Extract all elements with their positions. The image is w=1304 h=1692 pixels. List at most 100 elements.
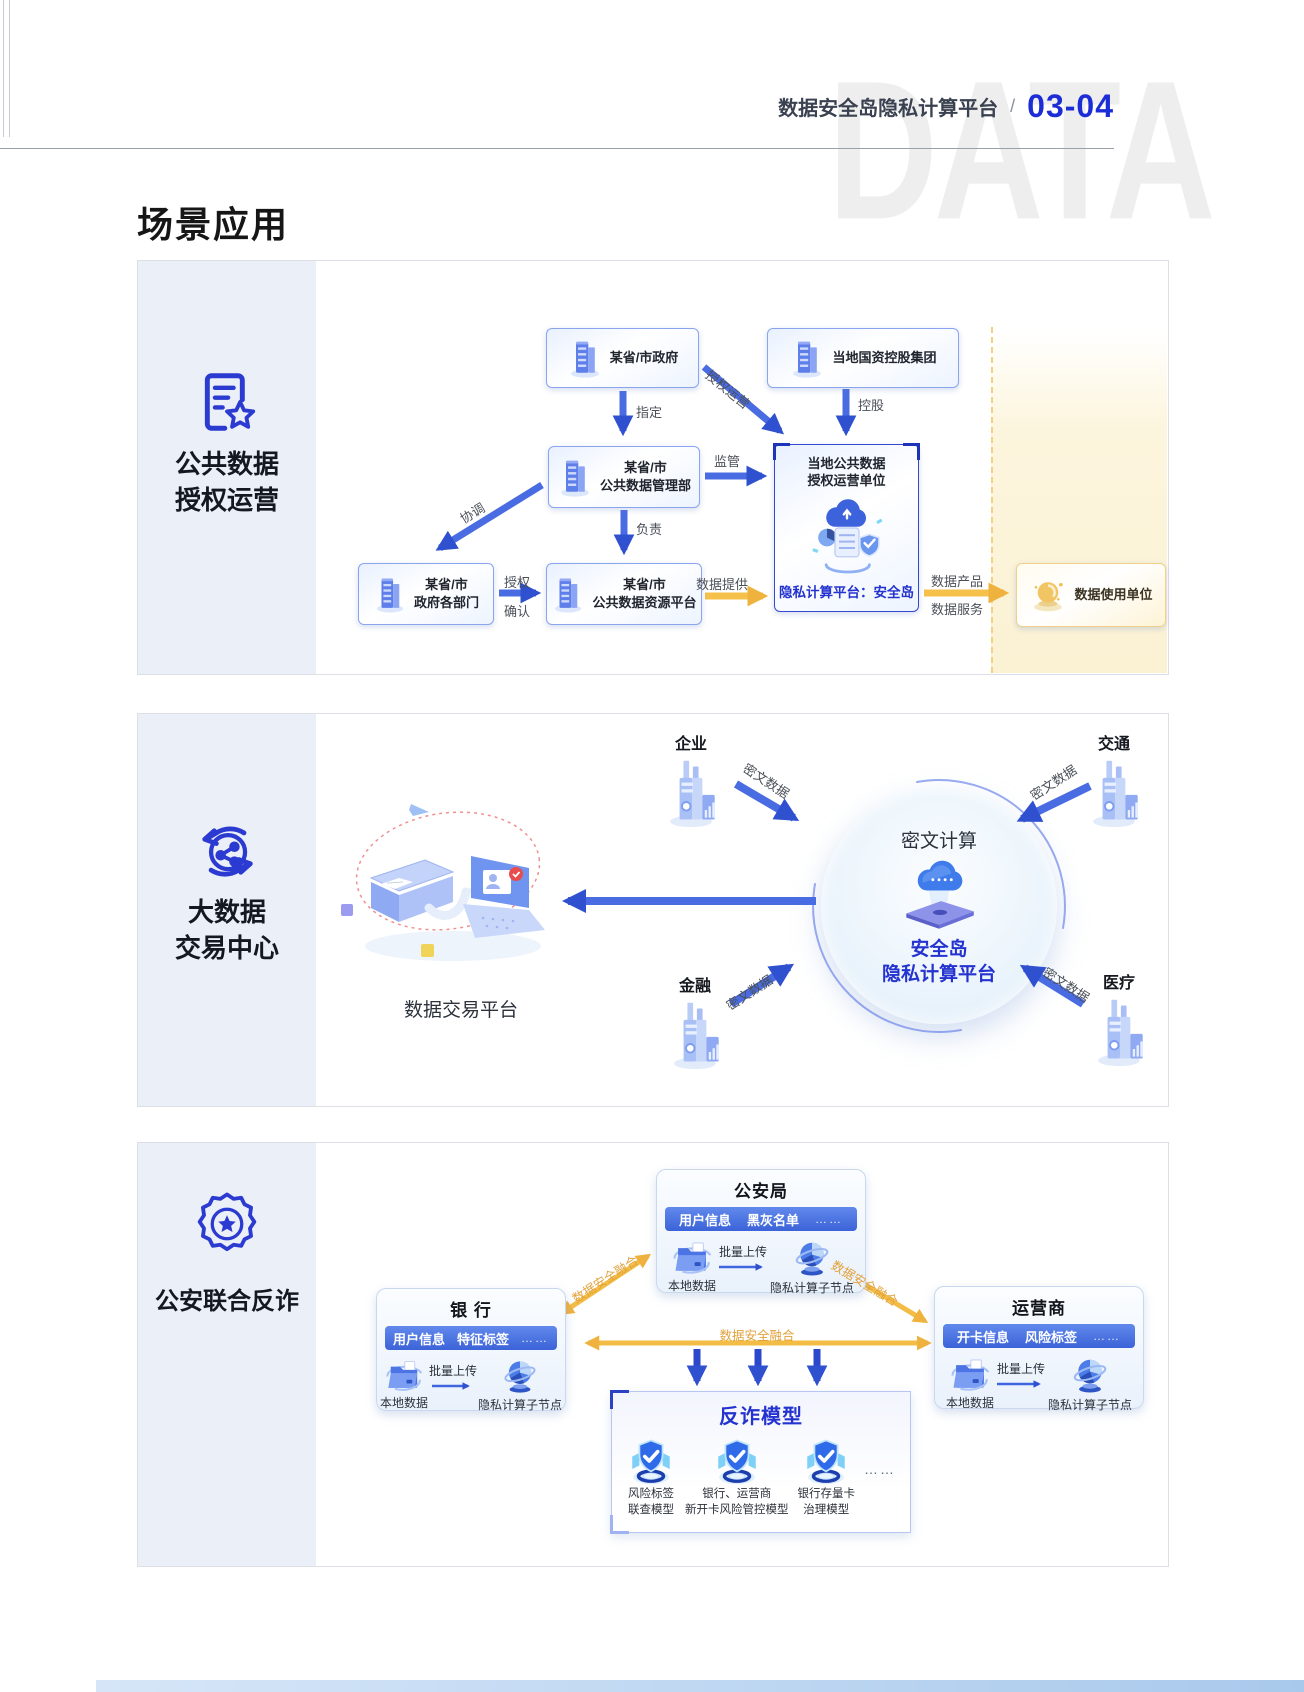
arrow-right-icon xyxy=(432,1382,470,1390)
node-finance: 金融 xyxy=(647,972,743,1071)
node-resource-line1: 某省/市 xyxy=(623,577,666,593)
upload-arrow: 批量上传 xyxy=(717,1236,769,1272)
compute-node: 隐私计算子节点 xyxy=(770,1236,854,1296)
header-separator: / xyxy=(1010,96,1016,116)
sidebar-label: 公安联合反诈 xyxy=(155,1288,299,1315)
node-soe: 当地国资控股集团 xyxy=(767,328,959,388)
node-admin: 某省/市公共数据管理部 xyxy=(548,446,700,508)
box-bank-tagbar: 用户信息 特征标签 …… xyxy=(385,1326,557,1350)
tag-dots: …… xyxy=(1093,1329,1122,1343)
compute-node: 隐私计算子节点 xyxy=(1048,1353,1132,1413)
edge-label-service: 数据服务 xyxy=(931,602,984,617)
edge-label-confirm: 确认 xyxy=(504,604,531,619)
tag: 特征标签 xyxy=(457,1331,510,1347)
model-dots: …… xyxy=(864,1461,896,1477)
building-icon xyxy=(567,337,603,379)
box-bank-title: 银 行 xyxy=(450,1301,492,1320)
node-finance-label: 金融 xyxy=(678,978,711,995)
box-telecom: 运营商 开卡信息 风险标签 …… 本地数据 批量上传 隐私计算子节点 xyxy=(934,1286,1144,1412)
trade-platform-illustration xyxy=(333,786,563,981)
box-telecom-flow: 本地数据 批量上传 隐私计算子节点 xyxy=(943,1353,1135,1413)
model-label-line2: 新开卡风险管控模型 xyxy=(685,1503,789,1516)
police-badge-icon xyxy=(192,1189,262,1259)
shield-check-icon xyxy=(712,1435,762,1487)
upload-label: 批量上传 xyxy=(996,1362,1045,1376)
node-enterprise-label: 企业 xyxy=(674,736,707,753)
node-medical: 医疗 xyxy=(1071,969,1167,1068)
box-police-tagbar: 用户信息 黑灰名单 …… xyxy=(665,1207,857,1231)
sidebar-anti-fraud: 公安联合反诈 xyxy=(138,1143,316,1566)
island-line2: 隐私计算平台 xyxy=(881,963,996,985)
edge-label-appoint: 指定 xyxy=(636,405,663,420)
model-title: 反诈模型 xyxy=(719,1406,803,1428)
model-label-line1: 银行、运营商 xyxy=(702,1488,772,1500)
model-row: 风险标签联查模型 银行、运营商新开卡风险管控模型 银行存量卡治理模型 …… xyxy=(618,1435,904,1518)
box-anti-fraud-model: 反诈模型 风险标签联查模型 银行、运营商新开卡风险管控模型 银行存量卡治理模型 … xyxy=(610,1390,911,1534)
tag: 用户信息 xyxy=(678,1212,731,1228)
node-data-user: 数据使用单位 xyxy=(1016,563,1166,627)
model-label-line1: 银行存量卡 xyxy=(797,1488,856,1500)
building-icon xyxy=(557,456,593,498)
node-depts-line1: 某省/市 xyxy=(425,577,468,593)
box-police: 公安局 用户信息 黑灰名单 …… 本地数据 批量上传 隐私计算子节点 xyxy=(656,1169,866,1296)
edge-label-cipher-tl: 密文数据 xyxy=(740,760,792,802)
upload-arrow: 批量上传 xyxy=(429,1355,477,1391)
document-star-icon xyxy=(192,367,262,437)
fuse-label-horizontal: 数据安全融合 xyxy=(719,1329,795,1343)
model-label: 银行、运营商新开卡风险管控模型 xyxy=(685,1487,789,1518)
header-rule xyxy=(0,148,1114,149)
node-depts-label: 某省/市政府各部门 xyxy=(414,576,479,611)
model-label-line1: 风险标签 xyxy=(628,1488,674,1500)
node-resource-line2: 公共数据资源平台 xyxy=(592,595,697,610)
cloud-server-shield-icon xyxy=(801,496,893,576)
local-data: 本地数据 xyxy=(668,1236,716,1294)
box-telecom-title: 运营商 xyxy=(1012,1299,1066,1318)
node-admin-line1: 某省/市 xyxy=(624,460,667,476)
node-gov: 某省/市政府 xyxy=(546,328,699,388)
node-admin-label: 某省/市公共数据管理部 xyxy=(600,459,691,494)
tag: 开卡信息 xyxy=(956,1329,1009,1345)
sidebar-label-line1: 公共数据 xyxy=(174,449,279,479)
model-label-line2: 治理模型 xyxy=(803,1503,850,1516)
node-operator-line1: 当地公共数据 xyxy=(807,455,886,471)
building-icon xyxy=(789,337,825,379)
folder-icon xyxy=(948,1353,992,1393)
node-operator: 当地公共数据授权运营单位 隐私计算平台：安全岛 xyxy=(773,443,920,612)
sidebar-label-line2: 交易中心 xyxy=(174,932,279,963)
node-operator-line2: 授权运营单位 xyxy=(807,473,886,489)
fuse-label-left: 数据安全融合 xyxy=(570,1253,641,1307)
model-item: 银行、运营商新开卡风险管控模型 xyxy=(685,1435,789,1518)
gold-coin-icon xyxy=(1029,577,1067,613)
factory-icon xyxy=(664,999,726,1071)
globe-node-icon xyxy=(500,1355,540,1395)
local-data: 本地数据 xyxy=(946,1353,994,1411)
exchange-share-icon xyxy=(193,817,261,885)
local-data-label: 本地数据 xyxy=(667,1279,716,1293)
shield-check-icon xyxy=(801,1435,851,1487)
node-admin-line2: 公共数据管理部 xyxy=(599,478,691,493)
page-number: 03-04 xyxy=(1027,88,1114,124)
box-bank: 银 行 用户信息 特征标签 …… 本地数据 批量上传 隐私计算子节点 xyxy=(376,1288,566,1412)
sidebar-label-line2: 授权运营 xyxy=(174,484,279,515)
sidebar-label-line1: 大数据 xyxy=(187,897,266,927)
box-telecom-tagbar: 开卡信息 风险标签 …… xyxy=(943,1324,1135,1348)
node-operator-label: 当地公共数据授权运营单位 xyxy=(807,455,885,490)
page-title: 场景应用 xyxy=(137,204,290,245)
tag-dots: …… xyxy=(815,1212,844,1226)
upload-arrow: 批量上传 xyxy=(995,1353,1047,1389)
globe-node-icon xyxy=(791,1236,833,1278)
edge-label-coordinate: 协调 xyxy=(457,500,488,527)
factory-icon xyxy=(660,757,722,829)
model-item: 银行存量卡治理模型 xyxy=(797,1435,856,1518)
edge-label-supervise: 监管 xyxy=(714,454,741,469)
edge-label-provide: 数据提供 xyxy=(696,577,749,592)
building-icon xyxy=(373,574,407,614)
panel-big-data-exchange: 大数据 交易中心 密文数据 密文数据 密文数据 密文数据 密文计算 安全岛 隐私… xyxy=(137,713,1169,1107)
folder-icon xyxy=(670,1236,714,1276)
compute-node-label: 隐私计算子节点 xyxy=(770,1281,855,1295)
local-data-label: 本地数据 xyxy=(379,1396,428,1410)
edge-label-product: 数据产品 xyxy=(931,574,984,589)
node-transport-label: 交通 xyxy=(1097,736,1130,753)
bottom-accent-bar xyxy=(96,1680,1304,1692)
